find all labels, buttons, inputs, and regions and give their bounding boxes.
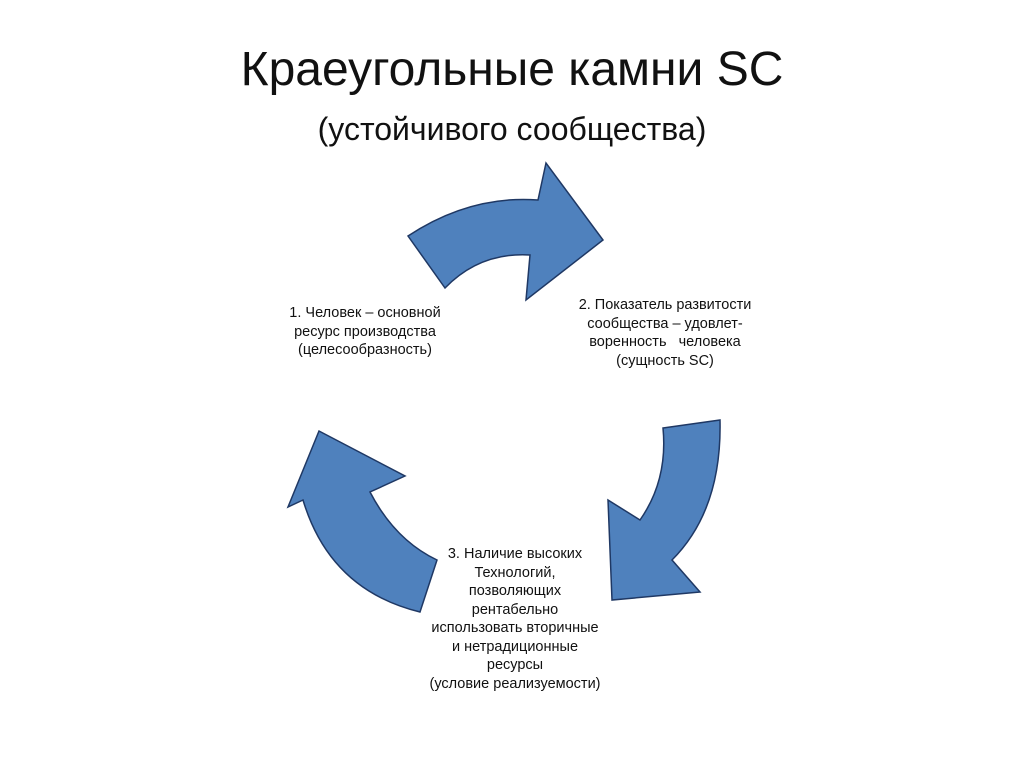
node-3-line: Технологий, bbox=[474, 564, 556, 581]
arrow-1-to-2-icon bbox=[406, 161, 605, 302]
node-1-line: 1. Человек – основной bbox=[289, 305, 441, 321]
node-2-line: воренность человека bbox=[589, 334, 741, 350]
node-1-line: ресурс производства bbox=[294, 323, 436, 340]
cycle-node-2: 2. Показатель развитости сообщества – уд… bbox=[545, 296, 785, 370]
node-2-line: (сущность SC) bbox=[616, 352, 714, 369]
node-1-line: (целесообразность) bbox=[298, 342, 432, 358]
node-3-line: (условие реализуемости) bbox=[429, 675, 601, 692]
node-2-line: сообщества – удовлет- bbox=[587, 315, 743, 332]
node-3-line: рентабельно bbox=[471, 601, 559, 618]
node-2-line: 2. Показатель развитости bbox=[578, 297, 752, 313]
page-title: Краеугольные камни SC bbox=[240, 43, 784, 96]
node-3-line: использовать вторичные bbox=[431, 620, 599, 636]
cycle-node-3: 3. Наличие высоких Технологий, позволяющ… bbox=[395, 545, 635, 693]
node-3-line: и нетрадиционные bbox=[451, 638, 579, 655]
page-subtitle: (устойчивого сообщества) bbox=[317, 111, 707, 147]
node-3-line: позволяющих bbox=[468, 583, 562, 599]
node-3-line: ресурсы bbox=[486, 657, 544, 673]
arrow-2-to-3-icon bbox=[607, 419, 721, 601]
node-3-line: 3. Наличие высоких bbox=[447, 546, 583, 562]
cycle-node-1: 1. Человек – основной ресурс производств… bbox=[250, 304, 480, 360]
arrow-3-to-1-icon bbox=[286, 429, 438, 613]
